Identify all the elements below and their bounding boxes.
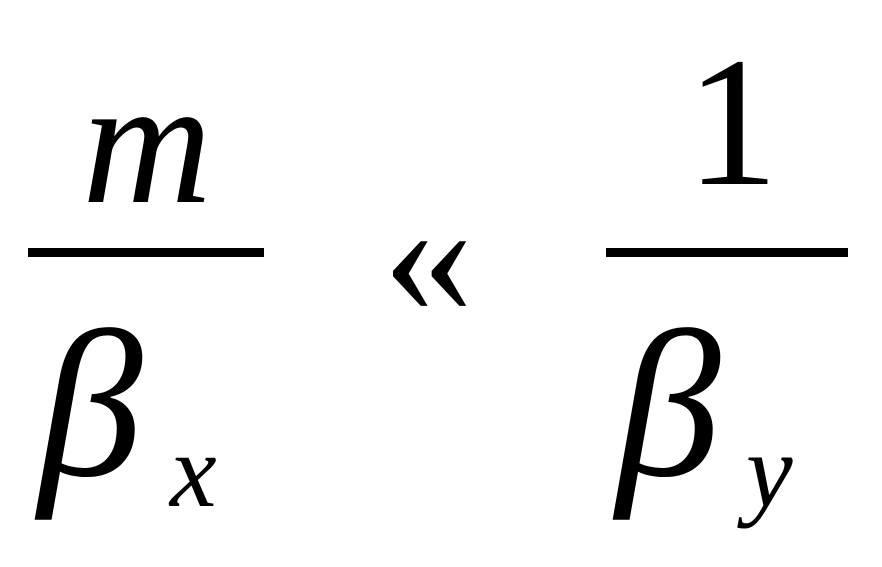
left-denominator-subscript: x: [170, 412, 217, 529]
left-fraction-bar: [28, 248, 264, 257]
much-less-than-symbol: ‹‹: [382, 161, 477, 349]
right-fraction-bar: [606, 248, 848, 257]
left-denominator-beta: β: [38, 289, 143, 521]
left-numerator: m: [82, 42, 212, 241]
right-denominator-beta: β: [616, 289, 721, 521]
right-denominator-subscript: y: [746, 412, 793, 529]
right-numerator: 1: [686, 20, 779, 225]
